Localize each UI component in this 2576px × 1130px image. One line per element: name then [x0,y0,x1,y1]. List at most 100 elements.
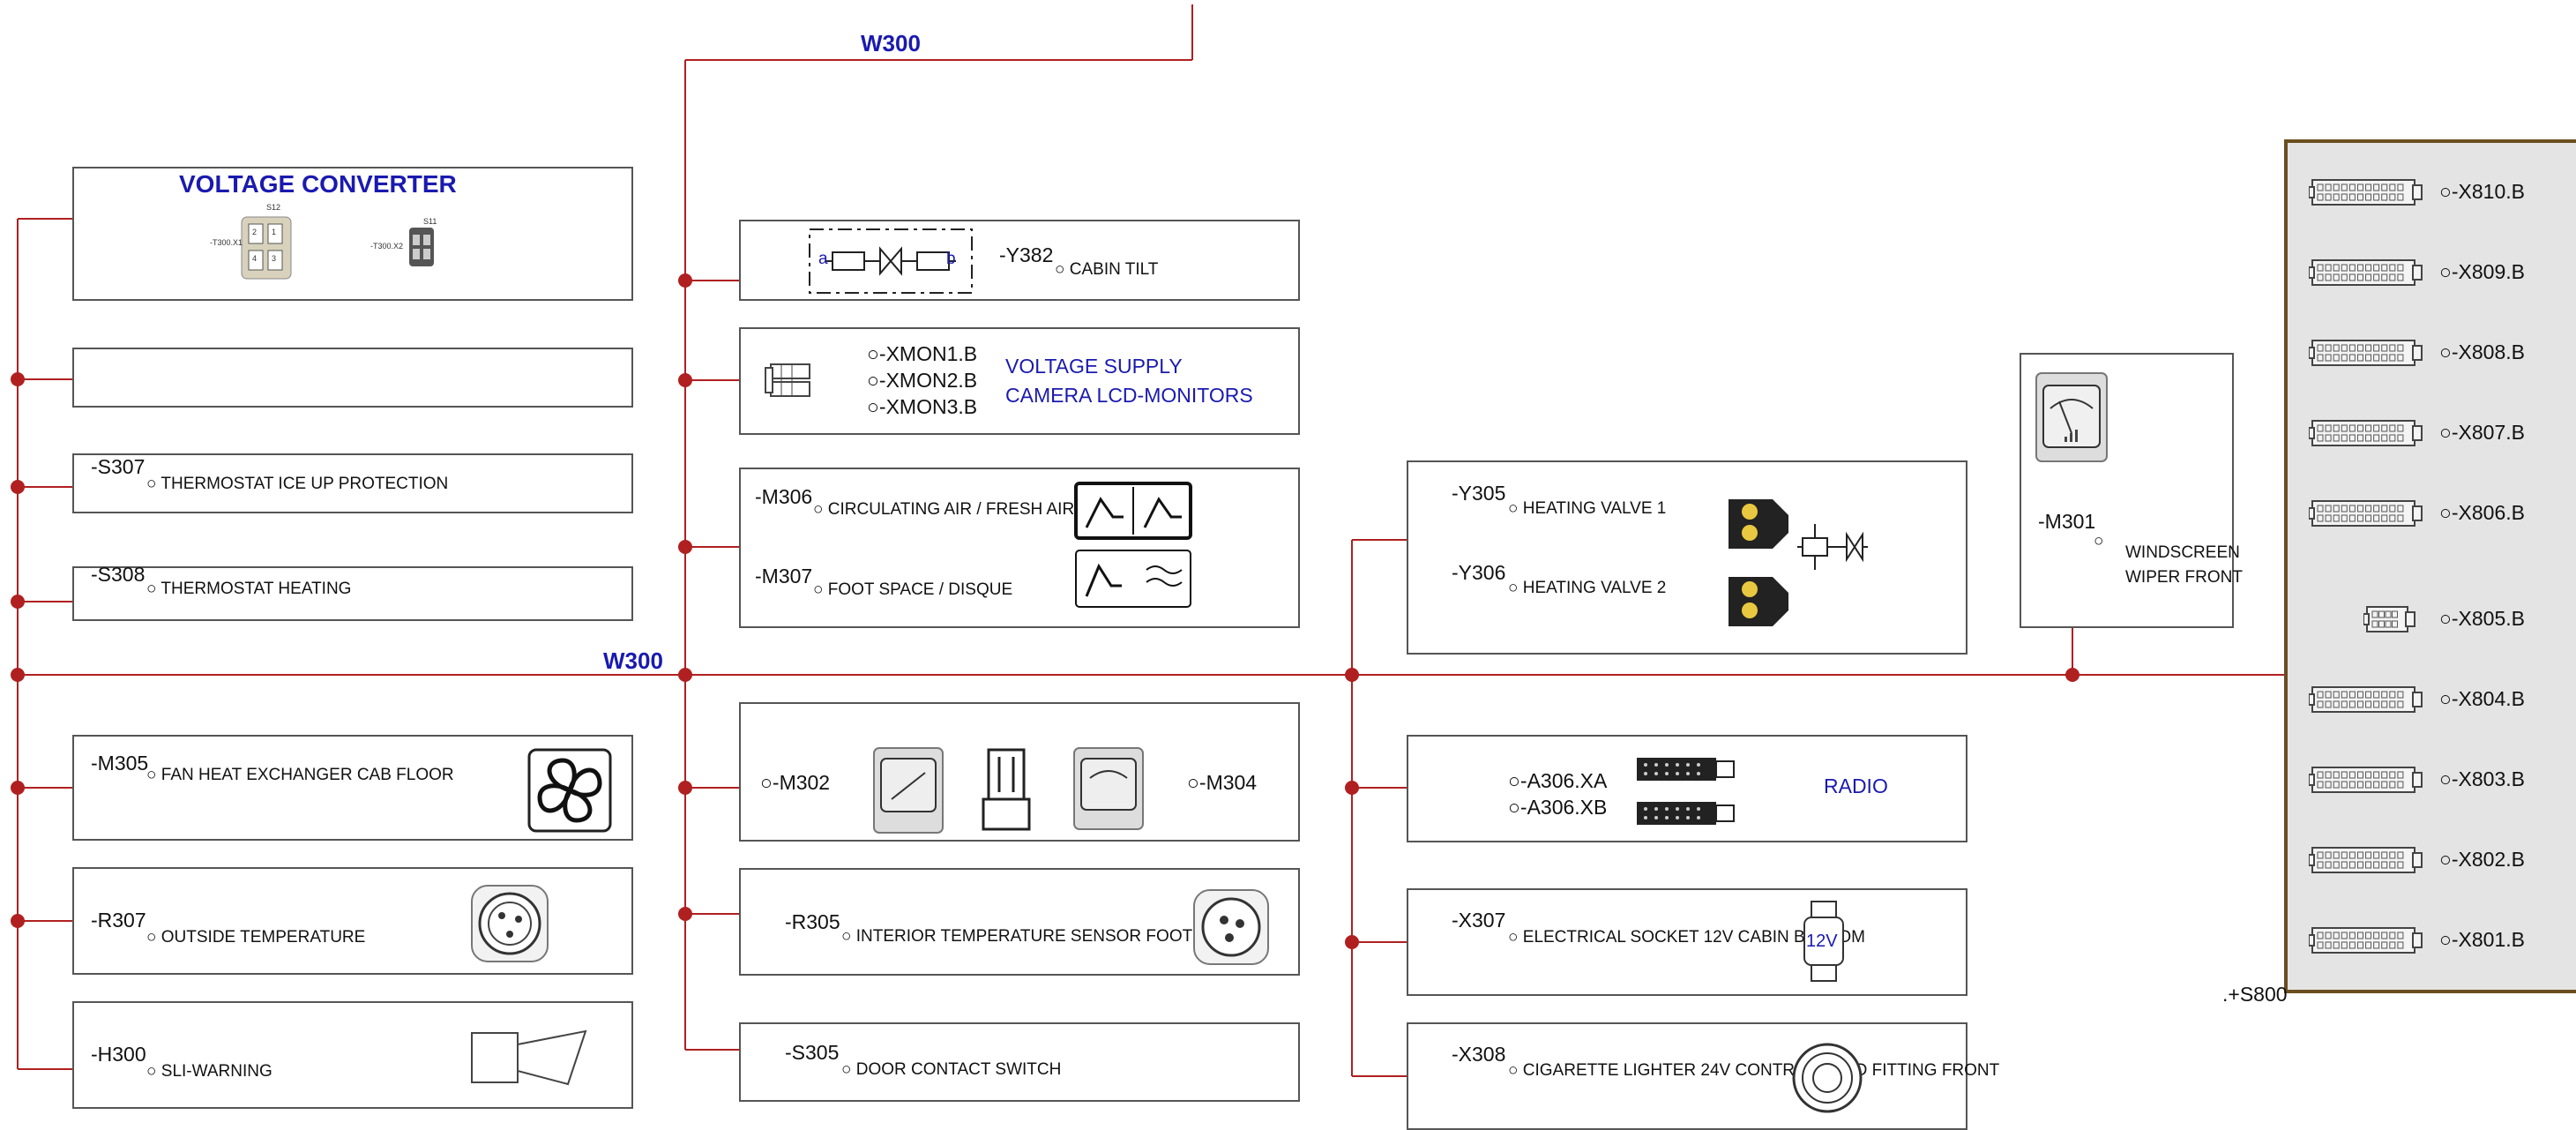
s305-label: ○ DOOR CONTACT SWITCH [841,1060,1062,1079]
valve-symbol-icon [1797,524,1868,570]
y382-id: -Y382 [999,243,1054,266]
m307-id: -M307 [755,565,813,587]
m307-label: ○ FOOT SPACE / DISQUE [813,580,1013,599]
voltage-converter-box[interactable] [72,167,633,301]
converter-pin-top-2: S11 [423,217,437,226]
panel-connector-label[interactable]: ○-X801.B [2439,928,2525,951]
valve-connector-icon [1729,577,1788,626]
horn-icon [471,1029,587,1086]
socket-12v-text: 12V [1806,932,1838,951]
m301-id: -M301 [2038,510,2096,533]
voltage-converter-title: VOLTAGE CONVERTER [179,170,457,198]
wiper-rear-icon [873,747,944,834]
y382-port-a: a [818,250,828,268]
m305-id: -M305 [91,752,149,775]
r305-id: -R305 [785,910,840,933]
socket-12v-icon [1803,901,1844,982]
y306-id: -Y306 [1452,561,1506,584]
panel-connector-label[interactable]: ○-X807.B [2439,421,2525,444]
empty-component-box[interactable] [72,348,633,408]
h300-id: -H300 [91,1043,146,1066]
x308-id: -X308 [1452,1043,1506,1066]
y306-label: ○ HEATING VALVE 2 [1508,579,1667,597]
converter-pin-label: 3 [272,254,277,263]
m306-label: ○ CIRCULATING AIR / FRESH AIR [813,500,1075,519]
converter-pin-label: 2 [252,228,258,236]
s308-box[interactable] [72,566,633,621]
s305-box[interactable] [739,1022,1300,1102]
y382-label: ○ CABIN TILT [1055,260,1159,279]
harness-label-top: W300 [861,30,921,56]
monitor-connector-icon [765,363,810,397]
converter-conn-1: -T300.X1 [210,238,243,247]
air-recirculation-icon [1074,482,1192,540]
xmon-item: ○-XMON3.B [867,395,978,418]
panel-connector-label[interactable]: ○-X806.B [2439,501,2525,524]
panel-connector-label[interactable]: ○-X804.B [2439,687,2525,710]
s800-panel-id: .+S800 [2222,983,2288,1006]
cigarette-lighter-icon [1792,1043,1863,1113]
xmon-title-2: CAMERA LCD-MONITORS [1005,384,1253,407]
m302-id: ○-M302 [760,771,831,794]
radio-connector-icon [1637,802,1735,825]
relay-plug-icon [982,748,1031,831]
temperature-sensor-icon [471,885,549,962]
panel-connector-icon [2363,606,2415,632]
s308-label: ○ THERMOSTAT HEATING [146,580,352,598]
y382-port-b: b [946,250,956,268]
x307-label: ○ ELECTRICAL SOCKET 12V CABIN BOTTOM [1508,928,1865,947]
harness-label-bus: W300 [603,647,663,674]
m306-m307-box[interactable] [739,468,1300,628]
panel-connector-icon [2309,927,2423,954]
s305-id: -S305 [785,1041,840,1064]
x308-box[interactable] [1407,1022,1967,1130]
valve-connector-icon [1729,499,1788,549]
converter-pin-top-1: S12 [266,203,281,212]
panel-connector-icon [2309,686,2423,713]
radio-title: RADIO [1824,775,1888,797]
s308-id: -S308 [91,563,146,586]
panel-connector-label[interactable]: ○-X810.B [2439,180,2525,203]
xmon-item: ○-XMON2.B [867,369,978,392]
panel-connector-label[interactable]: ○-X809.B [2439,260,2525,283]
valve-solenoid-icon [809,228,973,294]
r307-label: ○ OUTSIDE TEMPERATURE [146,928,366,947]
converter-pin-label: 1 [272,228,277,236]
panel-connector-icon [2309,767,2423,793]
m301-label-2: WIPER FRONT [2125,568,2243,587]
xmon-box[interactable] [739,327,1300,435]
interior-sensor-icon [1193,889,1269,965]
m304-id: ○-M304 [1187,771,1258,794]
panel-connector-label[interactable]: ○-X803.B [2439,767,2525,790]
panel-connector-icon [2309,420,2423,446]
panel-connector-label[interactable]: ○-X805.B [2439,607,2525,630]
m301-bullet: ○ [2094,532,2104,550]
converter-plug-icon [409,228,434,266]
foot-space-icon [1075,550,1191,608]
x307-id: -X307 [1452,909,1506,932]
wiper-front-icon [1073,747,1144,830]
xmon-title-1: VOLTAGE SUPPLY [1005,355,1183,378]
s307-box[interactable] [72,453,633,513]
radio-conn-1: ○-A306.XA [1508,769,1608,792]
converter-pin-label: 4 [252,254,258,263]
xmon-item: ○-XMON1.B [867,342,978,365]
x307-box[interactable] [1407,888,1967,996]
heating-valves-box[interactable] [1407,460,1967,655]
r307-id: -R307 [91,909,146,932]
panel-connector-icon [2309,179,2423,206]
panel-connector-icon [2309,340,2423,366]
panel-connector-label[interactable]: ○-X808.B [2439,340,2525,363]
converter-connector-icon [241,216,292,280]
y305-label: ○ HEATING VALVE 1 [1508,499,1667,518]
m305-label: ○ FAN HEAT EXCHANGER CAB FLOOR [146,766,454,784]
s307-id: -S307 [91,455,146,478]
panel-connector-label[interactable]: ○-X802.B [2439,848,2525,871]
panel-connector-icon [2309,847,2423,873]
windscreen-wiper-icon [2035,372,2108,462]
panel-connector-icon [2309,259,2423,286]
s307-label: ○ THERMOSTAT ICE UP PROTECTION [146,475,449,493]
h300-label: ○ SLI-WARNING [146,1062,273,1081]
m301-label-1: WINDSCREEN [2125,543,2240,562]
